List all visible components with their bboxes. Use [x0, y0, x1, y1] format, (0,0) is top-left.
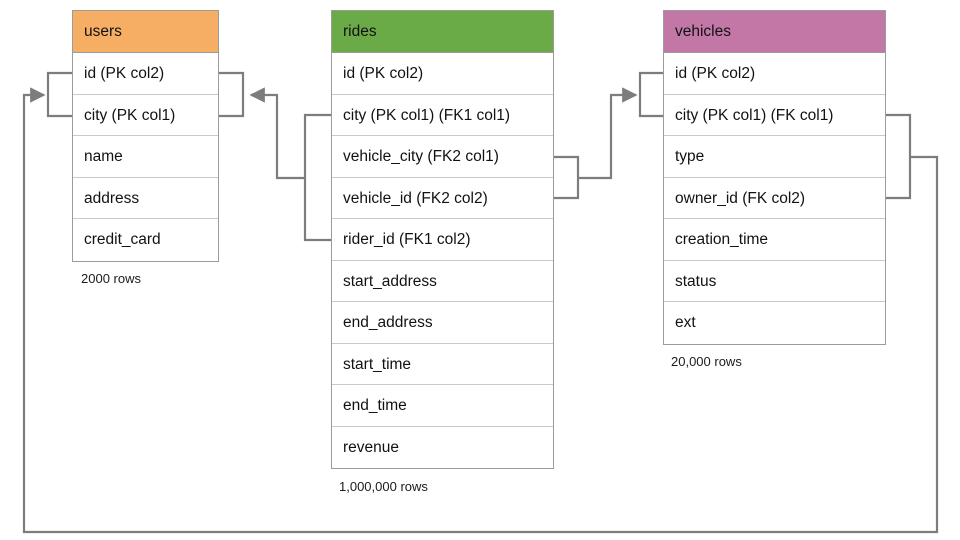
table-rides-column-vehicle-city[interactable]: vehicle_city (FK2 col1) — [332, 136, 553, 178]
table-users-column-address[interactable]: address — [73, 178, 218, 219]
table-users-column-id[interactable]: id (PK col2) — [73, 53, 218, 95]
table-vehicles-column-type[interactable]: type — [664, 136, 885, 178]
table-rides-header: rides — [332, 11, 553, 53]
rides-fk2-bracket — [554, 155, 580, 200]
table-vehicles-column-id[interactable]: id (PK col2) — [664, 53, 885, 95]
table-rides-column-start-time[interactable]: start_time — [332, 344, 553, 385]
table-rides-column-rider-id[interactable]: rider_id (FK1 col2) — [332, 219, 553, 261]
users-left-bracket — [46, 71, 72, 118]
rides-fk2-link — [578, 87, 638, 180]
table-rides-column-end-address[interactable]: end_address — [332, 302, 553, 344]
table-vehicles-column-city[interactable]: city (PK col1) (FK col1) — [664, 95, 885, 136]
vehicles-fk-bracket — [886, 113, 912, 200]
rides-fk1-bracket — [303, 113, 331, 242]
table-users-column-name[interactable]: name — [73, 136, 218, 178]
table-rides-column-revenue[interactable]: revenue — [343, 438, 400, 456]
table-rides-column-end-time[interactable]: end_time — [332, 385, 553, 427]
table-vehicles-column-status[interactable]: status — [664, 261, 885, 302]
table-vehicles-row-count: 20,000 rows — [671, 354, 742, 369]
table-vehicles[interactable]: vehicles id (PK col2) city (PK col1) (FK… — [663, 10, 886, 345]
vehicles-left-bracket — [638, 71, 663, 118]
table-users[interactable]: users id (PK col2) city (PK col1) name a… — [72, 10, 219, 262]
table-users-row-count: 2000 rows — [81, 271, 141, 286]
table-vehicles-header: vehicles — [664, 11, 885, 53]
table-rides-column-vehicle-id[interactable]: vehicle_id (FK2 col2) — [332, 178, 553, 219]
table-users-column-credit-card[interactable]: credit_card — [84, 231, 161, 248]
table-rides-column-start-address[interactable]: start_address — [332, 261, 553, 302]
table-rides[interactable]: rides id (PK col2) city (PK col1) (FK1 c… — [331, 10, 554, 469]
table-vehicles-column-creation-time[interactable]: creation_time — [664, 219, 885, 261]
table-rides-column-id[interactable]: id (PK col2) — [332, 53, 553, 95]
rides-fk1-link — [249, 87, 305, 180]
table-rides-column-city[interactable]: city (PK col1) (FK1 col1) — [332, 95, 553, 136]
users-right-bracket — [219, 71, 245, 118]
table-users-header: users — [73, 11, 218, 53]
table-vehicles-column-owner-id[interactable]: owner_id (FK col2) — [664, 178, 885, 219]
table-users-column-city[interactable]: city (PK col1) — [73, 95, 218, 136]
table-vehicles-column-ext[interactable]: ext — [675, 314, 696, 331]
table-rides-row-count: 1,000,000 rows — [339, 479, 428, 494]
